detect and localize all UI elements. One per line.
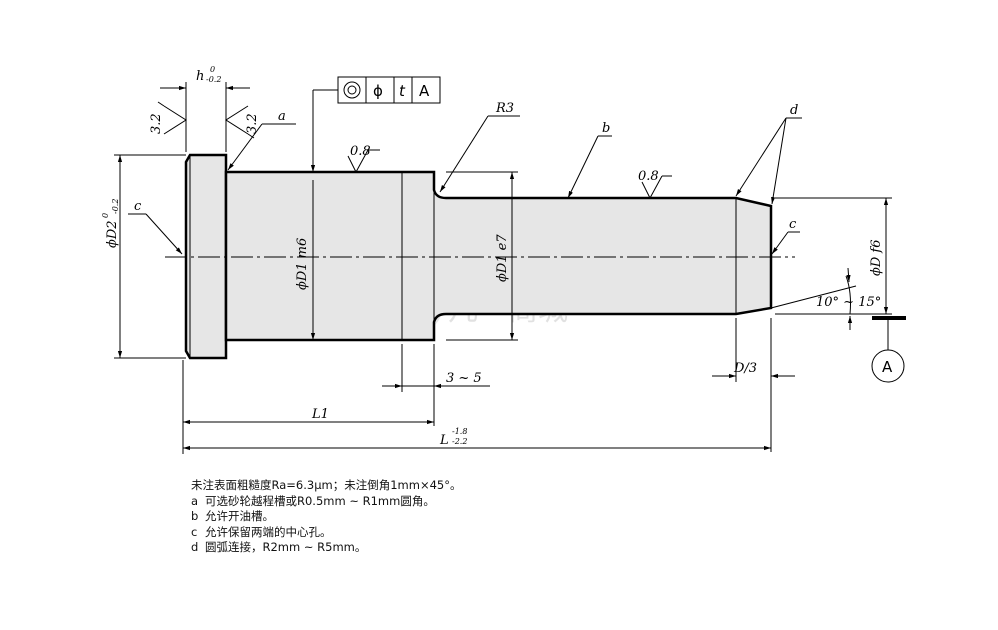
fcf-diameter: ϕ bbox=[373, 82, 383, 100]
dim-d1-e7 bbox=[446, 171, 518, 341]
dim-angle bbox=[770, 267, 857, 330]
datum-a-label: A bbox=[882, 358, 893, 376]
note-text: 可选砂轮越程槽或R0.5mm ~ R1mm圆角。 bbox=[205, 493, 435, 508]
leader-r3 bbox=[439, 115, 520, 193]
dim-d2-tol-lower: -0.2 bbox=[111, 199, 120, 214]
roughness-08-right bbox=[641, 175, 672, 200]
dim-d2-label: ϕD2 bbox=[105, 220, 120, 248]
dim-l-label: L bbox=[439, 433, 449, 448]
dim-h-tol-upper: 0 bbox=[210, 65, 215, 74]
note-item: b 允许开油槽。 bbox=[191, 509, 461, 525]
note-text: 允许开油槽。 bbox=[205, 509, 274, 523]
roughness-08-left-label: 0.8 bbox=[350, 144, 371, 159]
note-item: a 可选砂轮越程槽或R0.5mm ~ R1mm圆角。 bbox=[191, 494, 461, 510]
dim-h-tol-lower: -0.2 bbox=[206, 75, 221, 84]
dim-3-5-label: 3 ~ 5 bbox=[446, 371, 482, 386]
dim-d1-e7-label: ϕD1 e7 bbox=[495, 234, 510, 282]
note-key: a bbox=[191, 493, 199, 508]
dim-l1 bbox=[182, 360, 434, 454]
label-d: d bbox=[790, 103, 798, 118]
leader-c-right bbox=[771, 231, 800, 255]
dim-df6 bbox=[775, 197, 892, 315]
dim-l-tol-lower: -2.2 bbox=[452, 437, 467, 446]
note-key: d bbox=[191, 540, 199, 554]
dim-d-over-3 bbox=[712, 318, 795, 452]
roughness-08-left bbox=[347, 149, 380, 174]
label-c-left: c bbox=[134, 199, 142, 214]
dim-h bbox=[160, 82, 250, 152]
dim-h-label: h bbox=[196, 69, 204, 84]
note-text: 圆弧连接，R2mm ~ R5mm。 bbox=[205, 540, 367, 554]
dim-d-over-3-label: D/3 bbox=[733, 361, 757, 376]
leader-d bbox=[735, 117, 802, 205]
fcf-datum: A bbox=[419, 82, 430, 100]
note-text: 允许保留两端的中心孔。 bbox=[205, 524, 332, 539]
label-b: b bbox=[602, 121, 610, 136]
label-a: a bbox=[278, 109, 286, 124]
dim-angle-label: 10° ~ 15° bbox=[816, 295, 881, 310]
dim-df6-label: ϕD f6 bbox=[869, 240, 884, 277]
fcf-leader bbox=[310, 89, 338, 172]
roughness-symbol-right bbox=[225, 105, 255, 139]
roughness-right-label: 3.2 bbox=[245, 113, 260, 134]
notes-title: 未注表面粗糙度Ra=6.3μm；未注倒角1mm×45°。 bbox=[191, 478, 462, 492]
note-item: d 圆弧连接，R2mm ~ R5mm。 bbox=[191, 540, 461, 556]
note-key: b bbox=[191, 509, 199, 523]
dim-l1-label: L1 bbox=[311, 407, 329, 422]
roughness-08-right-label: 0.8 bbox=[638, 169, 659, 184]
roughness-symbol-left bbox=[157, 101, 187, 135]
label-r3: R3 bbox=[495, 101, 514, 116]
feature-control-frame: ϕ t A bbox=[337, 76, 441, 104]
leader-b bbox=[567, 135, 612, 199]
fcf-tolerance: t bbox=[399, 82, 406, 100]
drawing-notes: 未注表面粗糙度Ra=6.3μm；未注倒角1mm×45°。 a 可选砂轮越程槽或R0… bbox=[191, 478, 461, 556]
label-c-right: c bbox=[789, 217, 797, 232]
dim-d2 bbox=[114, 154, 186, 359]
dim-d1-m6-label: ϕD1 m6 bbox=[295, 238, 310, 290]
dim-l-tol-upper: -1.8 bbox=[452, 427, 467, 436]
inner-lines bbox=[189, 155, 737, 358]
note-item: c 允许保留两端的中心孔。 bbox=[191, 525, 461, 541]
leader-c-left bbox=[128, 213, 183, 255]
roughness-left-label: 3.2 bbox=[149, 113, 164, 134]
datum-a-symbol bbox=[871, 316, 906, 383]
concentricity-icon bbox=[343, 81, 361, 99]
note-key: c bbox=[191, 524, 198, 539]
dim-3-5 bbox=[382, 344, 490, 426]
leader-a bbox=[227, 123, 296, 171]
dim-d2-tol-upper: 0 bbox=[101, 213, 110, 218]
